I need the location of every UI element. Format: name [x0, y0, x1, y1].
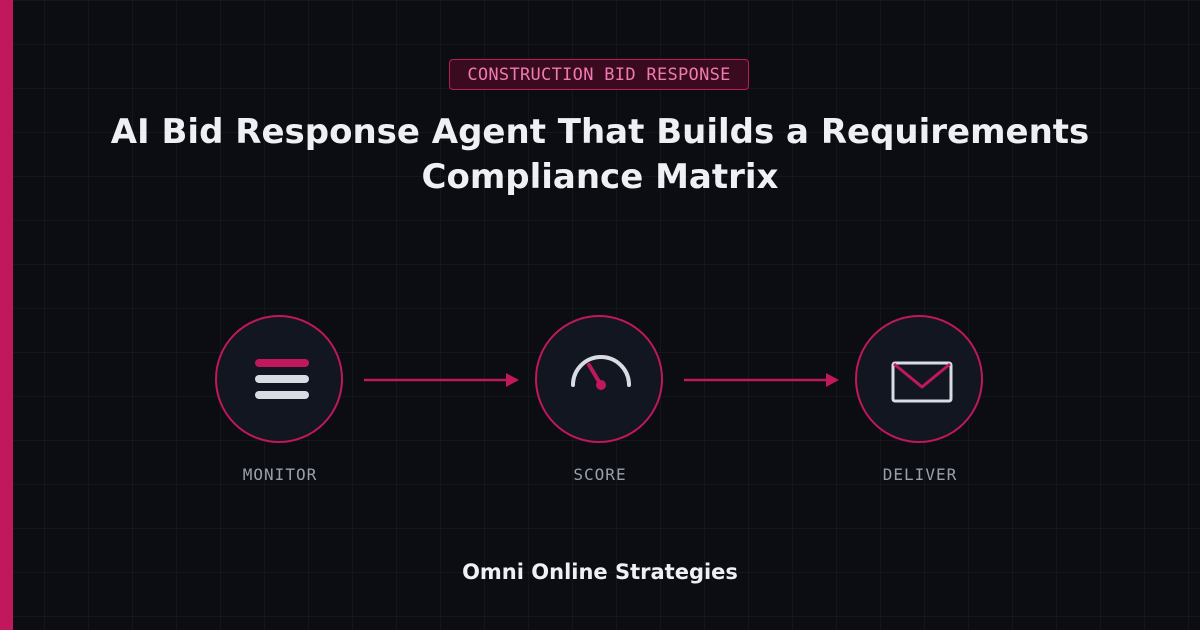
- envelope-icon: [891, 361, 953, 403]
- brand-footer: Omni Online Strategies: [462, 560, 738, 584]
- step-label-score: SCORE: [573, 465, 627, 484]
- step-monitor: [215, 315, 343, 443]
- step-label-monitor: MONITOR: [242, 465, 318, 484]
- arrow-icon: [364, 373, 519, 387]
- page-title: AI Bid Response Agent That Builds a Requ…: [60, 110, 1140, 200]
- arrow-icon: [684, 373, 839, 387]
- step-deliver: [855, 315, 983, 443]
- title-line-1: AI Bid Response Agent That Builds a Requ…: [110, 112, 1090, 152]
- title-line-2: Compliance Matrix: [421, 157, 779, 197]
- step-label-deliver: DELIVER: [882, 465, 958, 484]
- step-score: [535, 315, 663, 443]
- category-badge: CONSTRUCTION BID RESPONSE: [449, 59, 749, 90]
- list-icon: [255, 359, 309, 399]
- accent-bar: [0, 0, 13, 630]
- gauge-icon: [571, 355, 631, 390]
